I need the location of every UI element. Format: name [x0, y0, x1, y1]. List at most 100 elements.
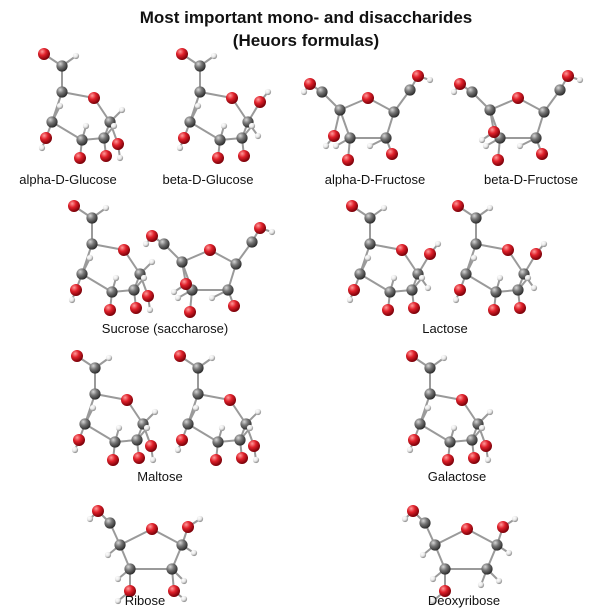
hydrogen-atom [516, 142, 524, 150]
oxygen-atom [40, 132, 52, 144]
bond [465, 273, 497, 293]
hydrogen-atom [208, 294, 216, 302]
hydrogen-atom [114, 575, 122, 583]
hydrogen-atom [246, 424, 254, 432]
oxygen-atom [454, 78, 466, 90]
hydrogen-atom [524, 274, 532, 282]
caption-ribose: Ribose [124, 593, 166, 608]
oxygen-atom [146, 230, 158, 242]
oxygen-atom [204, 244, 216, 256]
hydrogen-atom [196, 515, 204, 523]
bond [189, 121, 221, 141]
oxygen-atom [512, 92, 524, 104]
caption-beta-d-glucose: beta-D-Glucose [162, 172, 254, 187]
oxygen-atom [68, 200, 80, 212]
oxygen-atom [396, 244, 408, 256]
oxygen-atom [145, 440, 157, 452]
hydrogen-atom [71, 446, 79, 454]
carbon-atom [364, 238, 376, 250]
caption-deoxyribose: Deoxyribose [427, 593, 501, 608]
caption-beta-d-fructose: beta-D-Fructose [484, 172, 578, 187]
oxygen-atom [382, 304, 394, 316]
hydrogen-atom [112, 274, 120, 282]
bond [51, 121, 83, 141]
lactose-galactose-unit-atoms [346, 200, 442, 316]
hydrogen-atom [194, 102, 202, 110]
carbon-atom [56, 60, 68, 72]
hydrogen-atom [248, 122, 256, 130]
hydrogen-atom [264, 88, 272, 96]
carbon-atom [334, 104, 346, 116]
oxygen-atom [112, 138, 124, 150]
hydrogen-atom [495, 577, 503, 585]
oxygen-atom [180, 278, 192, 290]
caption-alpha-d-fructose: alpha-D-Fructose [324, 172, 426, 187]
hydrogen-atom [530, 284, 538, 292]
carbon-atom [86, 238, 98, 250]
carbon-atom [364, 212, 376, 224]
oxygen-atom [304, 78, 316, 90]
hydrogen-atom [540, 240, 548, 248]
oxygen-atom [212, 152, 224, 164]
carbon-atom [98, 132, 110, 144]
carbon-atom [439, 563, 451, 575]
alpha-d-glucose-atoms [38, 48, 126, 164]
carbon-atom [166, 563, 178, 575]
oxygen-atom [412, 70, 424, 82]
hydrogen-atom [366, 142, 374, 150]
oxygen-atom [146, 523, 158, 535]
oxygen-atom [228, 300, 240, 312]
carbon-atom [131, 434, 143, 446]
hydrogen-atom [176, 144, 184, 152]
maltose-unit-2-atoms [174, 350, 262, 466]
carbon-atom [424, 362, 436, 374]
carbon-atom [194, 86, 206, 98]
hydrogen-atom [426, 76, 434, 84]
hydrogen-atom [418, 274, 426, 282]
oxygen-atom [408, 434, 420, 446]
oxygen-atom [254, 96, 266, 108]
carbon-atom [109, 436, 121, 448]
carbon-atom [124, 563, 136, 575]
hydrogen-atom [505, 549, 513, 557]
carbon-atom [424, 388, 436, 400]
carbon-atom [344, 132, 356, 144]
hydrogen-atom [116, 154, 124, 162]
oxygen-atom [408, 302, 420, 314]
carbon-atom [470, 212, 482, 224]
hydrogen-atom [68, 296, 76, 304]
carbon-atom [176, 539, 188, 551]
oxygen-atom [74, 152, 86, 164]
carbon-atom [512, 284, 524, 296]
carbon-atom [182, 418, 194, 430]
carbon-atom [466, 86, 478, 98]
hydrogen-atom [268, 228, 276, 236]
hydrogen-atom [424, 404, 432, 412]
oxygen-atom [184, 306, 196, 318]
oxygen-atom [71, 350, 83, 362]
hydrogen-atom [380, 204, 388, 212]
hydrogen-atom [208, 354, 216, 362]
figure-subtitle: (Heuors formulas) [232, 31, 380, 50]
hydrogen-atom [105, 354, 113, 362]
carbon-atom [246, 236, 258, 248]
hydrogen-atom [38, 144, 46, 152]
carbon-atom [158, 238, 170, 250]
hydrogen-atom [452, 296, 460, 304]
oxygen-atom [346, 200, 358, 212]
carbon-atom [106, 286, 118, 298]
oxygen-atom [406, 350, 418, 362]
oxygen-atom [562, 70, 574, 82]
hydrogen-atom [484, 456, 492, 464]
hydrogen-atom [470, 254, 478, 262]
galactose-atoms [406, 350, 494, 466]
hydrogen-atom [429, 597, 437, 605]
carbon-atom [466, 434, 478, 446]
carbon-atom [89, 362, 101, 374]
hydrogen-atom [151, 408, 159, 416]
hydrogen-atom [140, 274, 148, 282]
hydrogen-atom [86, 254, 94, 262]
hydrogen-atom [450, 424, 458, 432]
carbon-atom [230, 258, 242, 270]
hydrogen-atom [143, 424, 151, 432]
